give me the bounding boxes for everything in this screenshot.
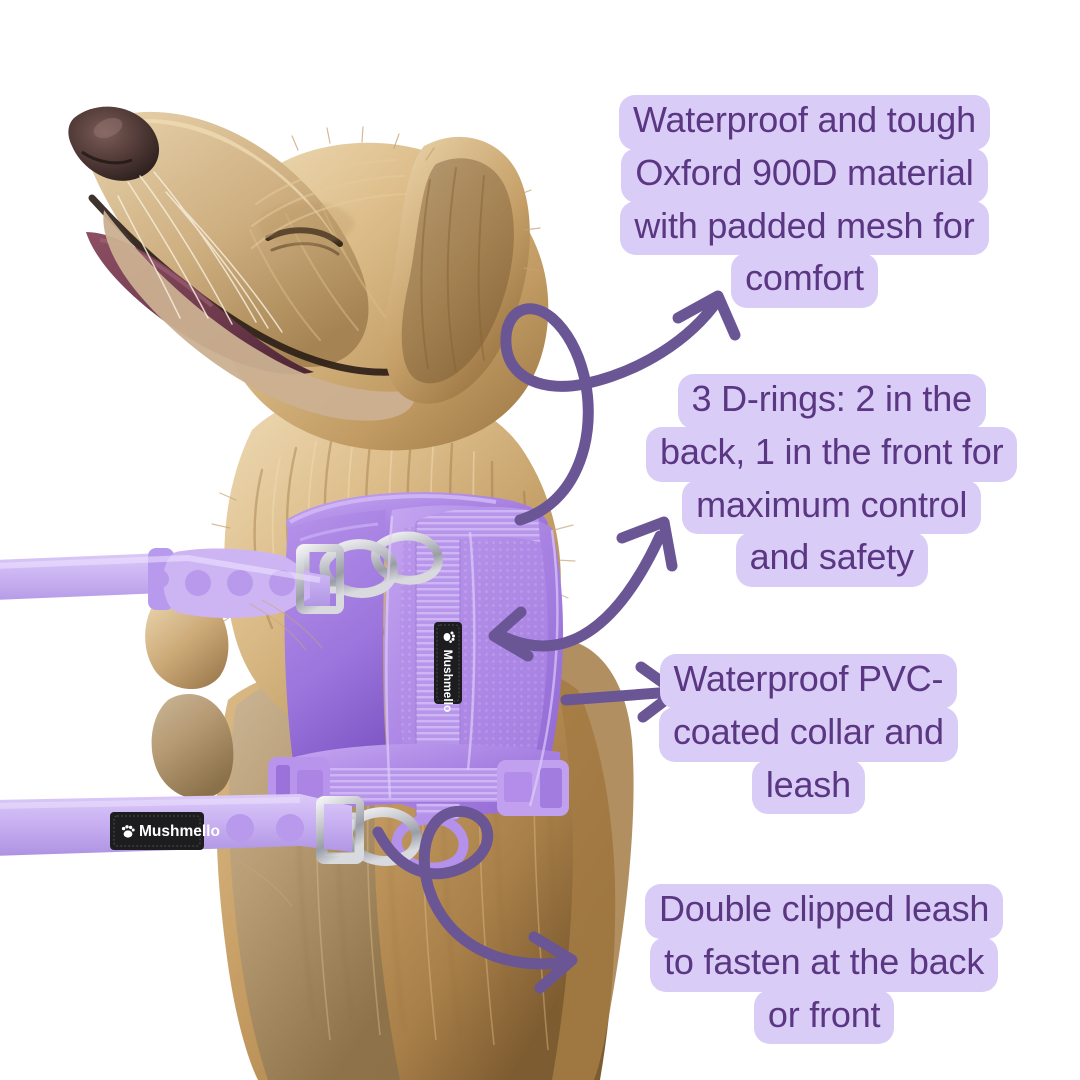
callout-line: Waterproof and tough	[619, 95, 990, 150]
callout-line: 3 D-rings: 2 in the	[677, 374, 986, 429]
arrow-to-double-clip	[372, 805, 578, 994]
callout-line: maximum control	[682, 479, 982, 535]
d-ring-front	[371, 531, 443, 585]
callout-line: to fasten at the back	[650, 936, 999, 992]
callout-line: coated collar and	[659, 706, 958, 762]
callout-line: with padded mesh for	[620, 200, 989, 256]
callout-material: Waterproof and tough Oxford 900D materia…	[619, 95, 990, 309]
arrow-to-material	[500, 290, 741, 526]
leash-upper	[0, 544, 344, 618]
callout-double-clip: Double clipped leash to fasten at the ba…	[645, 884, 1004, 1045]
callout-pvc-collar: Waterproof PVC- coated collar and leash	[659, 654, 958, 815]
callout-line: Waterproof PVC-	[659, 654, 958, 709]
callout-line: or front	[753, 989, 895, 1045]
callout-line: and safety	[735, 532, 928, 588]
arrow-to-d-rings	[488, 516, 678, 662]
leash-brand-label: Mushmello	[110, 812, 220, 850]
callout-line: comfort	[731, 253, 878, 309]
callout-line: leash	[751, 759, 865, 815]
svg-text:Mushmello: Mushmello	[441, 650, 455, 713]
leash-lower: Mushmello	[0, 794, 364, 864]
svg-text:Mushmello: Mushmello	[139, 823, 220, 840]
callout-line: back, 1 in the front for	[646, 426, 1018, 482]
dog-head	[68, 106, 549, 451]
callout-line: Double clipped leash	[645, 884, 1004, 939]
callout-line: Oxford 900D material	[621, 147, 988, 203]
callout-d-rings: 3 D-rings: 2 in the back, 1 in the front…	[646, 374, 1018, 588]
buckle-right	[497, 760, 569, 816]
harness-brand-label: Mushmello	[434, 622, 462, 712]
